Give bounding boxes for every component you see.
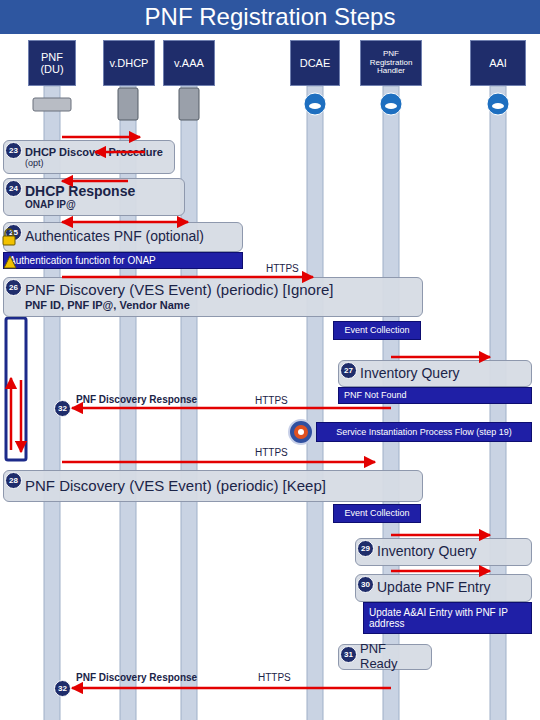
- lane-title: v.DHCP: [110, 57, 149, 69]
- cloud-icon: [487, 93, 509, 115]
- title-band: [0, 0, 540, 34]
- message-label: HTTPS: [255, 395, 288, 406]
- cloud-icon: [304, 93, 326, 115]
- step-number: 28: [5, 472, 22, 489]
- note-box: Event Collection: [333, 504, 421, 523]
- lane-header: AAI: [470, 40, 526, 86]
- step-number: 23: [5, 142, 22, 159]
- step-detail: (opt): [25, 158, 170, 168]
- step-number: 26: [5, 279, 22, 296]
- step-box: 30Update PNF Entry: [355, 574, 532, 602]
- step-title: PNF Discovery (VES Event) (periodic) [Ig…: [25, 282, 418, 299]
- gear-hub: [298, 429, 304, 435]
- gear-ring: [289, 420, 313, 444]
- lane-title: PNF Registration Handler: [363, 50, 419, 77]
- callout-number: 32: [54, 680, 71, 697]
- step-detail: PNF ID, PNF IP@, Vendor Name: [25, 299, 418, 311]
- message-label: PNF Discovery Response: [76, 394, 197, 405]
- note-box: PNF Not Found: [338, 387, 532, 404]
- message-label: HTTPS: [266, 263, 299, 274]
- cloud-icon-mark: [385, 103, 397, 109]
- message-label: HTTPS: [255, 447, 288, 458]
- note-text: Update A&AI Entry with PNF IP address: [369, 607, 526, 629]
- step-number: 31: [340, 646, 357, 663]
- note-box: Authentication function for ONAP: [3, 252, 243, 269]
- loop-bracket: [6, 318, 26, 460]
- device-icons: [33, 88, 509, 120]
- message-arrow: [72, 687, 391, 690]
- lane-header: PNF Registration Handler: [360, 40, 422, 86]
- message-arrow: [62, 461, 375, 464]
- step-number: 29: [357, 540, 374, 557]
- step-title: PNF Discovery (VES Event) (periodic) [Ke…: [25, 478, 418, 495]
- callout-number: 32: [54, 400, 71, 417]
- lane-header: v.DHCP: [103, 40, 155, 86]
- step-box: 24DHCP ResponseONAP IP@: [3, 178, 185, 216]
- step-title: PNF Ready: [360, 642, 427, 671]
- server-icon: [118, 88, 138, 120]
- step-title: Authenticates PNF (optional): [25, 229, 238, 245]
- step-box: 26PNF Discovery (VES Event) (periodic) […: [3, 277, 423, 317]
- step-number: 25: [5, 224, 22, 241]
- loop-arrow: [20, 380, 23, 452]
- lane-title: AAI: [489, 57, 507, 69]
- step-number: 27: [340, 362, 357, 379]
- step-title: Update PNF Entry: [377, 580, 527, 596]
- step-title: DHCP Discover Procedure: [25, 146, 170, 158]
- message-arrow: [391, 356, 490, 359]
- step-box: 29Inventory Query: [355, 538, 532, 566]
- cloud-icon-mark: [309, 103, 321, 109]
- message-label: PNF Discovery Response: [76, 672, 197, 683]
- message-arrow: [72, 407, 391, 410]
- gear-icon: [289, 420, 313, 444]
- step-title: Inventory Query: [360, 366, 527, 382]
- message-arrow: [391, 534, 490, 537]
- note-text: Event Collection: [339, 508, 415, 518]
- lane-header: DCAE: [290, 40, 340, 86]
- message-label: HTTPS: [258, 672, 291, 683]
- cloud-icon-mark: [492, 103, 504, 109]
- note-text: Service Instantiation Process Flow (step…: [322, 427, 526, 437]
- step-title: DHCP Response: [25, 184, 180, 200]
- note-box: Event Collection: [333, 321, 421, 340]
- note-text: PNF Not Found: [344, 390, 526, 400]
- step-box: 27Inventory Query: [338, 360, 532, 387]
- note-text: Event Collection: [339, 325, 415, 335]
- lane-header: PNF (DU): [28, 40, 76, 86]
- note-box: Service Instantiation Process Flow (step…: [316, 422, 532, 442]
- message-arrow: [391, 570, 490, 573]
- step-box: 31PNF Ready: [338, 644, 432, 670]
- step-box: 25Authenticates PNF (optional): [3, 222, 243, 252]
- lane-title: PNF (DU): [31, 51, 73, 76]
- server-icon: [179, 88, 199, 120]
- step-number: 30: [357, 576, 374, 593]
- lifeline: [307, 86, 323, 720]
- diagram-title: PNF Registration Steps: [0, 0, 540, 34]
- cloud-icon: [380, 93, 402, 115]
- pnf-device-icon: [33, 98, 71, 111]
- step-box: 23DHCP Discover Procedure(opt): [3, 140, 175, 174]
- loop-arrow: [10, 378, 13, 450]
- step-detail: ONAP IP@: [25, 199, 180, 210]
- lane-title: v.AAA: [174, 57, 204, 69]
- note-text: Authentication function for ONAP: [9, 255, 237, 266]
- note-box: Update A&AI Entry with PNF IP address: [363, 602, 532, 634]
- step-number: 24: [5, 180, 22, 197]
- step-box: 28PNF Discovery (VES Event) (periodic) […: [3, 470, 423, 502]
- gear-body: [294, 425, 308, 439]
- lane-title: DCAE: [300, 57, 331, 69]
- message-arrow: [62, 136, 140, 139]
- lane-header: v.AAA: [163, 40, 215, 86]
- step-title: Inventory Query: [377, 544, 527, 560]
